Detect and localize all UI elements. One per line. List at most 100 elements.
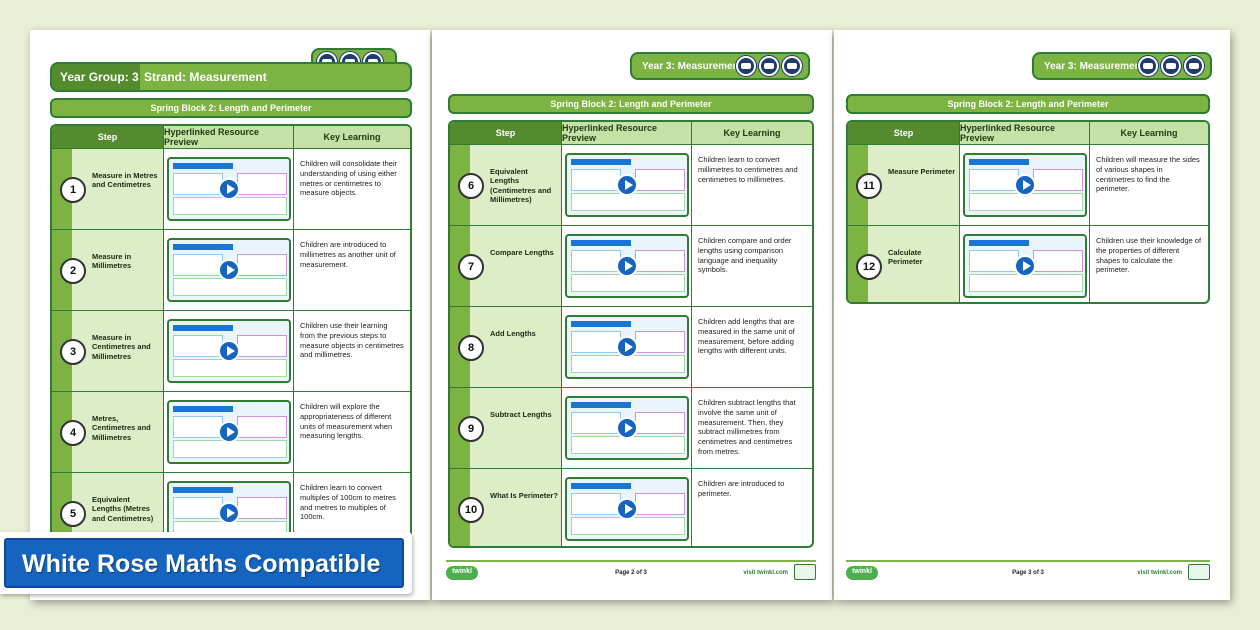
slides-icon <box>1161 56 1181 76</box>
strand-label: Strand: Measurement <box>144 70 267 84</box>
activity-icon <box>782 56 802 76</box>
preview-cell <box>164 392 294 472</box>
preview-cell <box>960 226 1090 302</box>
slides-icon <box>759 56 779 76</box>
header-key-learning: Key Learning <box>294 126 410 148</box>
preview-header <box>570 159 631 165</box>
key-learning-text: Children use their learning from the pre… <box>300 321 404 360</box>
play-icon[interactable] <box>1013 255 1036 277</box>
year-strand-header: Year Group: 3 Strand: Measurement <box>50 62 412 92</box>
header-preview: Hyperlinked Resource Preview <box>164 126 294 148</box>
play-icon[interactable] <box>615 174 638 196</box>
preview-slide <box>236 416 287 438</box>
step-number: 11 <box>856 173 882 199</box>
preview-slide <box>172 497 223 519</box>
preview-slide <box>570 412 621 434</box>
resource-preview-link[interactable] <box>166 157 291 221</box>
page-footer: twinkl Page 3 of 3 visit twinkl.com <box>846 560 1210 580</box>
preview-slide <box>172 254 223 276</box>
play-icon[interactable] <box>217 502 240 524</box>
play-icon[interactable] <box>615 336 638 358</box>
play-icon[interactable] <box>217 340 240 362</box>
preview-slide <box>172 173 223 195</box>
preview-slide <box>172 335 223 357</box>
step-title: Subtract Lengths <box>490 410 552 419</box>
header-preview: Hyperlinked Resource Preview <box>562 122 692 144</box>
step-title: Equivalent Lengths (Metres and Centimetr… <box>92 495 154 523</box>
preview-header <box>968 159 1029 165</box>
play-icon[interactable] <box>615 498 638 520</box>
preview-slide <box>236 173 287 195</box>
preview-slide <box>570 250 621 272</box>
resource-preview-link[interactable] <box>962 153 1087 217</box>
play-icon[interactable] <box>217 259 240 281</box>
step-title: Equivalent Lengths (Centimetres and Mill… <box>490 167 552 205</box>
resource-preview-link[interactable] <box>166 238 291 302</box>
step-title: Add Lengths <box>490 329 536 338</box>
step-number: 1 <box>60 177 86 203</box>
step-number: 8 <box>458 335 484 361</box>
block-title: Spring Block 2: Length and Perimeter <box>50 98 412 118</box>
preview-header <box>570 240 631 246</box>
step-number: 4 <box>60 420 86 446</box>
play-icon[interactable] <box>217 178 240 200</box>
preview-header <box>570 483 631 489</box>
step-title: Calculate Perimeter <box>888 248 923 267</box>
worksheet-page-2: Year 3: Measurement Spring Block 2: Leng… <box>432 30 832 600</box>
worksheet-page-3: Year 3: Measurement Spring Block 2: Leng… <box>834 30 1230 600</box>
site-link[interactable]: visit twinkl.com <box>1137 570 1182 576</box>
play-icon[interactable] <box>615 417 638 439</box>
resource-preview-link[interactable] <box>564 477 689 541</box>
preview-slide <box>172 416 223 438</box>
site-link[interactable]: visit twinkl.com <box>743 570 788 576</box>
step-title: Measure in Centimetres and Millimetres <box>92 333 151 361</box>
resource-preview-link[interactable] <box>962 234 1087 298</box>
year-tag: Year 3: Measurement <box>630 52 810 80</box>
preview-header <box>570 402 631 408</box>
step-title: Measure in Metres and Centimetres <box>92 171 158 190</box>
preview-cell <box>960 145 1090 225</box>
key-learning-text: Children will consolidate their understa… <box>300 159 398 198</box>
preview-cell <box>562 388 692 468</box>
step-cell: 1 Measure in Metres and Centimetres <box>52 149 164 229</box>
block-title: Spring Block 2: Length and Perimeter <box>846 94 1210 114</box>
resource-preview-link[interactable] <box>564 153 689 217</box>
twinkl-logo: twinkl <box>846 566 878 580</box>
step-title: Compare Lengths <box>490 248 554 257</box>
preview-slide <box>634 250 685 272</box>
quality-seal-icon <box>1188 564 1210 580</box>
preview-header <box>570 321 631 327</box>
resource-preview-link[interactable] <box>564 396 689 460</box>
preview-cell <box>562 145 692 225</box>
key-learning-text: Children learn to convert multiples of 1… <box>300 483 396 522</box>
header-key-learning: Key Learning <box>692 122 812 144</box>
resource-preview-link[interactable] <box>166 319 291 383</box>
play-icon[interactable] <box>615 255 638 277</box>
step-cell: 11 Measure Perimeter <box>848 145 960 225</box>
step-number: 5 <box>60 501 86 527</box>
step-title: Measure Perimeter <box>888 167 956 176</box>
compatibility-label: White Rose Maths Compatible <box>4 538 404 588</box>
year-tag-label: Year 3: Measurement <box>1044 61 1145 72</box>
video-icon <box>736 56 756 76</box>
step-title: What Is Perimeter? <box>490 491 558 500</box>
resource-preview-link[interactable] <box>564 234 689 298</box>
preview-slide <box>236 497 287 519</box>
quality-seal-icon <box>794 564 816 580</box>
play-icon[interactable] <box>1013 174 1036 196</box>
resource-preview-link[interactable] <box>166 400 291 464</box>
preview-header <box>172 406 233 412</box>
resource-preview-link[interactable] <box>564 315 689 379</box>
play-icon[interactable] <box>217 421 240 443</box>
preview-header <box>172 487 233 493</box>
